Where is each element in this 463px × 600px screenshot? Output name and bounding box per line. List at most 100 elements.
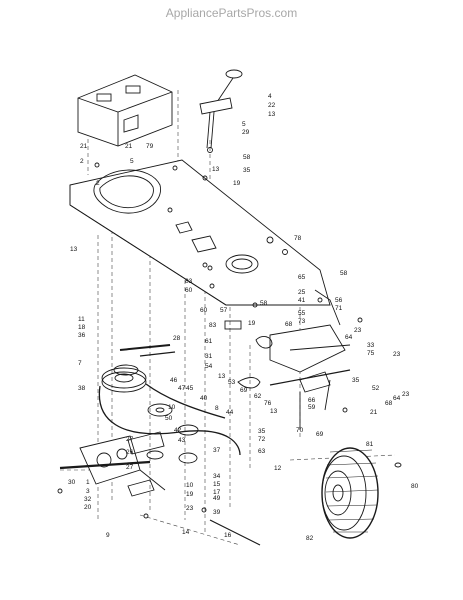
callout-label: 19: [186, 491, 194, 498]
callout-label: 68: [385, 400, 393, 407]
callout-label: 70: [296, 427, 304, 434]
callout-label: 27: [126, 436, 134, 443]
callout-label: 82: [306, 535, 314, 542]
callout-label: 56: [335, 297, 343, 304]
callout-label: 65: [298, 274, 306, 281]
dash-housing: [77, 74, 173, 147]
callout-label: 23: [354, 327, 362, 334]
callout-label: 36: [78, 332, 86, 339]
callout-label: 31: [205, 353, 213, 360]
callout-label: 58: [243, 154, 251, 161]
callout-label: 35: [243, 167, 251, 174]
callout-label: 33: [367, 342, 375, 349]
callout-label: 47: [178, 385, 186, 392]
callout-label: 80: [411, 483, 419, 490]
callout-label: 37: [213, 447, 221, 454]
callout-label: 64: [393, 395, 401, 402]
callout-label: 29: [242, 129, 250, 136]
callout-label: 61: [205, 338, 213, 345]
callout-label: 14: [182, 529, 190, 536]
callout-label: 9: [106, 532, 110, 539]
callout-label: 79: [146, 143, 154, 150]
callout-label: 18: [78, 324, 86, 331]
callout-label: 42: [174, 427, 182, 434]
callout-label: 13: [218, 373, 226, 380]
callout-label: 16: [224, 532, 232, 539]
callout-label: 50: [165, 415, 173, 422]
callout-label: 13: [270, 408, 278, 415]
callout-label: 52: [372, 385, 380, 392]
callout-label: 10: [168, 404, 176, 411]
callout-label: 66: [308, 397, 316, 404]
callout-label: 53: [228, 379, 236, 386]
callout-label: 2: [96, 180, 100, 187]
callout-label: 7: [78, 360, 82, 367]
callout-label: 20: [84, 504, 92, 511]
callout-label: 46: [170, 377, 178, 384]
callout-label: 69: [240, 387, 248, 394]
callout-label: 57: [220, 307, 228, 314]
callout-label: 21: [125, 143, 133, 150]
callout-label: 5: [242, 121, 246, 128]
callout-label: 49: [213, 495, 221, 502]
callout-label: 35: [352, 377, 360, 384]
callout-label: 60: [200, 307, 208, 314]
callout-label: 23: [393, 351, 401, 358]
callout-labels: 4 22 13 5 29 58 13 35 19 21 21 79 2 5 78…: [68, 93, 419, 542]
callout-label: 15: [213, 481, 221, 488]
watermark: AppliancePartsPros.com: [165, 6, 298, 20]
callout-label: 28: [173, 335, 181, 342]
callout-label: 26: [126, 449, 134, 456]
steering-bracket: [199, 69, 243, 153]
callout-label: 44: [226, 409, 234, 416]
callout-label: 64: [345, 334, 353, 341]
callout-label: 12: [274, 465, 282, 472]
callout-label: 75: [367, 350, 375, 357]
callout-label: 19: [233, 180, 241, 187]
callout-label: 23: [402, 391, 410, 398]
callout-label: 73: [298, 318, 306, 325]
rear-wheel: [321, 447, 402, 539]
callout-label: 27: [126, 464, 134, 471]
callout-label: 59: [308, 404, 316, 411]
callout-label: 68: [285, 321, 293, 328]
callout-label: 21: [370, 409, 378, 416]
callout-label: 34: [213, 473, 221, 480]
callout-label: 58: [260, 300, 268, 307]
callout-label: 83: [185, 278, 193, 285]
callout-label: 60: [185, 287, 193, 294]
callout-label: 3: [86, 488, 90, 495]
callout-label: 19: [248, 320, 256, 327]
callout-label: 58: [340, 270, 348, 277]
idler-pulleys: [119, 344, 199, 464]
callout-label: 39: [213, 509, 221, 516]
callout-label: 63: [258, 448, 266, 455]
callout-label: 22: [268, 102, 276, 109]
callout-label: 13: [212, 166, 220, 173]
callout-label: 43: [178, 437, 186, 444]
callout-label: 13: [268, 111, 276, 118]
fasteners: [57, 162, 363, 519]
callout-label: 11: [78, 316, 85, 323]
callout-label: 23: [186, 505, 194, 512]
callout-label: 45: [186, 385, 194, 392]
callout-label: 8: [215, 405, 219, 412]
callout-label: 78: [294, 235, 302, 242]
callout-label: 35: [258, 428, 266, 435]
callout-label: 17: [213, 489, 221, 496]
callout-label: 38: [78, 385, 86, 392]
callout-label: 62: [254, 393, 262, 400]
callout-label: 1: [86, 479, 90, 486]
callout-label: 55: [298, 310, 306, 317]
callout-label: 81: [366, 441, 374, 448]
callout-label: 4: [268, 93, 272, 100]
callout-label: 30: [68, 479, 76, 486]
callout-label: 25: [298, 289, 306, 296]
callout-label: 32: [84, 496, 92, 503]
callout-label: 72: [258, 436, 266, 443]
engine-pulley: [98, 364, 241, 456]
callout-label: 2: [80, 158, 84, 165]
callout-label: 71: [335, 305, 343, 312]
main-frame: [69, 159, 331, 306]
